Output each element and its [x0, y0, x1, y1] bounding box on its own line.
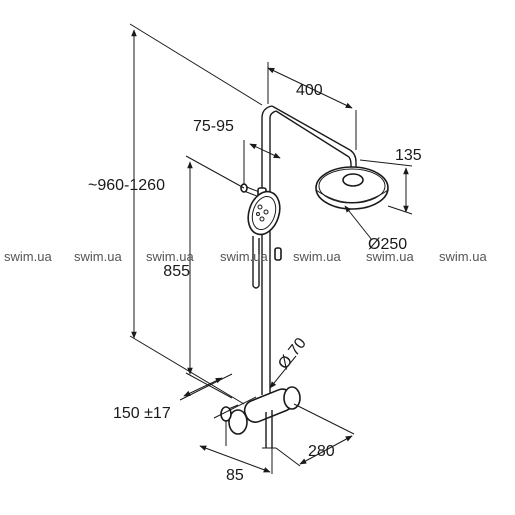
- head-height-label: 135: [395, 147, 422, 164]
- watermark-text: swim.ua: [146, 249, 194, 264]
- watermark-text: swim.ua: [4, 249, 52, 264]
- watermark-text: swim.ua: [220, 249, 268, 264]
- depth-label: 280: [308, 443, 335, 460]
- hand-shower: [247, 190, 282, 289]
- head-height-dimension: [359, 159, 413, 215]
- watermark-text: swim.ua: [439, 249, 487, 264]
- arm-length-label: 400: [296, 82, 323, 99]
- pipe-diameter-leader: [269, 355, 297, 389]
- head-diameter-label: Ø250: [368, 236, 407, 253]
- pipe-diameter-label: Ø 70: [275, 335, 310, 373]
- overhead-arm: [271, 105, 357, 176]
- mixer-width-label: 85: [226, 467, 244, 484]
- watermark-row: swim.ua swim.ua swim.ua swim.ua swim.ua …: [4, 249, 487, 264]
- watermark-text: swim.ua: [293, 249, 341, 264]
- thermostat-mixer: [220, 386, 301, 449]
- depth-dimension: [275, 403, 355, 467]
- watermark-text: swim.ua: [366, 249, 414, 264]
- head-diameter-leader: [344, 205, 373, 241]
- holder-range-dimension: [243, 140, 281, 185]
- handshower-height-label: 855: [163, 263, 190, 280]
- watermark-text: swim.ua: [74, 249, 122, 264]
- wall-distance-label: 150 ±17: [113, 405, 171, 422]
- holder-range-label: 75-95: [193, 118, 234, 135]
- handshower-height-dimension: [185, 155, 245, 399]
- wall-distance-dimension: [179, 373, 257, 419]
- arm-length-dimension: [267, 62, 357, 150]
- mixer-width-dimension: [199, 420, 273, 474]
- riser-pipe: [261, 105, 277, 395]
- overhead-shower-head: [315, 166, 389, 210]
- total-height-label: ~960-1260: [88, 177, 165, 194]
- total-height-dimension: [129, 23, 263, 405]
